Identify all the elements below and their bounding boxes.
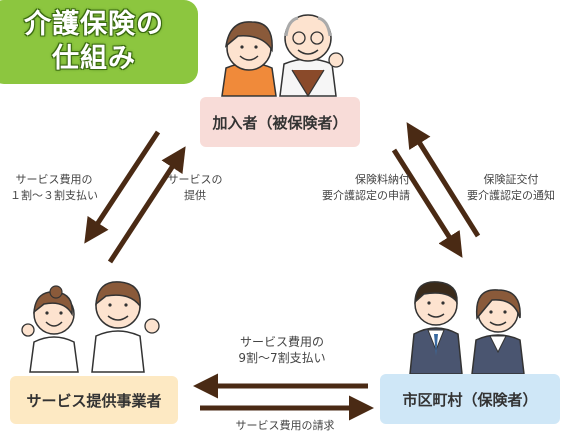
- title-line-2: 仕組み: [52, 43, 136, 74]
- label-claim: サービス費用の請求: [235, 419, 335, 432]
- office-staff-illustration: [409, 281, 525, 375]
- label-certificate: 保険証交付 要介護認定の通知: [456, 172, 566, 204]
- label-premium-line2: 要介護認定の申請: [322, 189, 410, 202]
- node-municipality: 市区町村（保険者）: [380, 374, 560, 424]
- node-provider: サービス提供事業者: [10, 376, 178, 424]
- label-provide-service-line1: サービスの: [167, 173, 223, 186]
- label-pay-provider: サービス費用の １割～３割支払い: [4, 172, 104, 204]
- elderly-couple-illustration: [221, 14, 344, 98]
- label-premium: 保険料納付 要介護認定の申請: [300, 172, 410, 204]
- label-premium-line1: 保険料納付: [355, 173, 410, 186]
- title-box: 介護保険の 仕組み: [0, 0, 198, 84]
- arrow-insured-to-municipality: [391, 148, 463, 258]
- label-provide-service-line2: 提供: [184, 189, 206, 202]
- label-certificate-line1: 保険証交付: [483, 173, 539, 186]
- care-workers-illustration: [21, 281, 160, 373]
- title-line-1: 介護保険の: [24, 9, 164, 40]
- label-municipality-pay-line1: サービス費用の: [239, 335, 324, 349]
- node-insured: 加入者（被保険者）: [200, 97, 360, 147]
- label-pay-provider-line1: サービス費用の: [15, 173, 93, 186]
- label-certificate-line2: 要介護認定の通知: [467, 189, 555, 202]
- label-municipality-pay-line2: 9割～7割支払い: [238, 351, 326, 365]
- label-provide-service: サービスの 提供: [160, 172, 230, 204]
- arrow-provider-to-insured: [107, 146, 186, 264]
- label-pay-provider-line2: １割～３割支払い: [10, 189, 98, 202]
- label-municipality-pay: サービス費用の 9割～7割支払い: [222, 334, 342, 366]
- arrow-insured-to-provider: [84, 130, 161, 244]
- arrow-municipality-to-insured: [406, 122, 481, 238]
